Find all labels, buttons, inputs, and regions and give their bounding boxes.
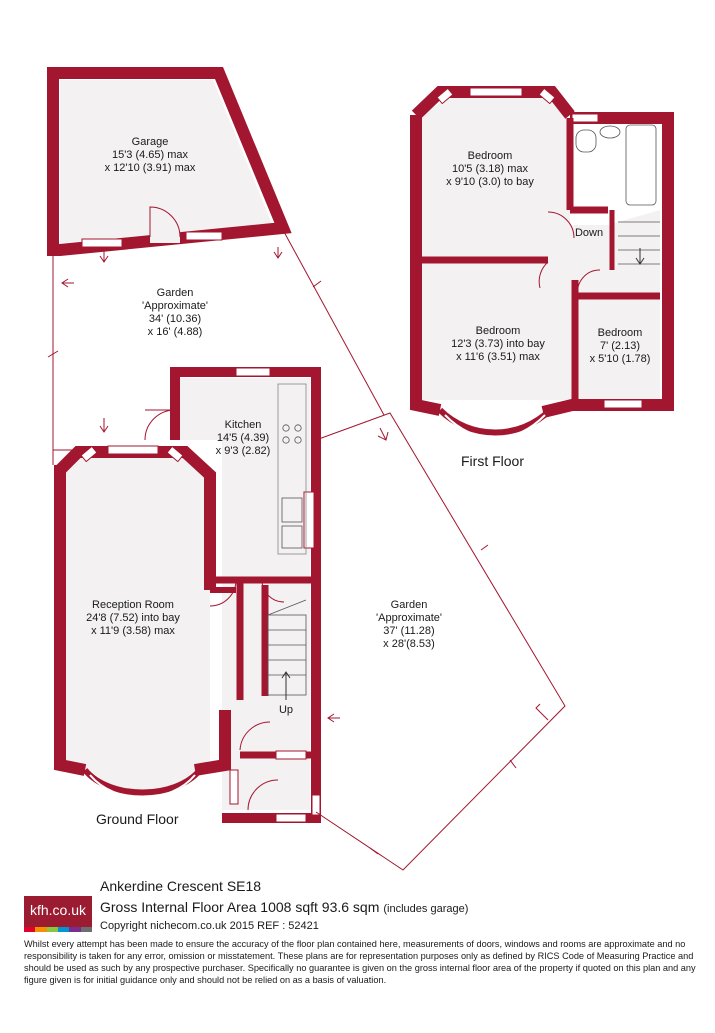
rear-garden-label: Garden (391, 599, 428, 611)
logo-stripes (24, 927, 92, 932)
stairs-up-label: Up (279, 704, 293, 716)
first-floor-plan (410, 86, 674, 440)
front-garden-dim-2: x 16' (4.88) (148, 326, 203, 338)
logo-stripe-5 (80, 927, 92, 932)
ground-floor-title: Ground Floor (96, 811, 179, 827)
bedroom-3-label: Bedroom (598, 327, 643, 339)
front-garden-label: Garden (157, 287, 194, 299)
property-address: Ankerdine Crescent SE18 (100, 878, 262, 894)
reception-dim-1: 24'8 (7.52) into bay (86, 612, 180, 624)
logo-stripe-3 (57, 927, 70, 932)
reception-label: Reception Room (92, 599, 174, 611)
logo-stripe-4 (69, 927, 81, 932)
garage-dim-1: 15'3 (4.65) max (112, 149, 189, 161)
garage-label: Garage (132, 136, 169, 148)
floor-plan-drawing: Garage 15'3 (4.65) max x 12'10 (3.91) ma… (47, 67, 674, 871)
bedroom-1-label: Bedroom (468, 150, 513, 162)
logo-stripe-0 (24, 927, 36, 932)
logo-stripe-1 (35, 927, 47, 932)
bedroom-1-dim-2: x 9'10 (3.0) to bay (446, 176, 534, 188)
first-floor-title: First Floor (461, 453, 524, 469)
floor-area: Gross Internal Floor Area 1008 sqft 93.6… (100, 899, 468, 915)
stairs-down-label: Down (575, 227, 603, 239)
reception-room (54, 445, 237, 799)
kitchen-block (144, 367, 340, 823)
rear-garden-approx: 'Approximate' (376, 612, 442, 624)
rear-garden-dim-1: 37' (11.28) (383, 625, 434, 637)
bedroom-3-dim-1: 7' (2.13) (600, 340, 640, 352)
bedroom-2-dim-2: x 11'6 (3.51) max (456, 351, 540, 363)
floor-area-value: Gross Internal Floor Area 1008 sqft 93.6… (100, 899, 380, 915)
kitchen-dim-2: x 9'3 (2.82) (216, 445, 271, 457)
kitchen-dim-1: 14'5 (4.39) (217, 432, 269, 444)
rear-garden-area (315, 412, 566, 871)
kfh-logo: kfh.co.uk (24, 896, 92, 932)
garage-room (47, 67, 292, 256)
bedroom-3-dim-2: x 5'10 (1.78) (590, 353, 651, 365)
garage-dim-2: x 12'10 (3.91) max (105, 162, 196, 174)
logo-stripe-2 (46, 927, 58, 932)
kitchen-label: Kitchen (225, 419, 262, 431)
bedroom-2-dim-1: 12'3 (3.73) into bay (451, 338, 545, 350)
front-garden-approx: 'Approximate' (142, 300, 208, 312)
rear-garden-dim-2: x 28'(8.53) (383, 638, 435, 650)
floor-area-note: (includes garage) (383, 903, 469, 915)
logo-text: kfh.co.uk (29, 902, 87, 918)
disclaimer-text: Whilst every attempt has been made to en… (24, 939, 696, 985)
front-garden-dim-1: 34' (10.36) (149, 313, 201, 325)
copyright-text: Copyright nichecom.co.uk 2015 REF : 5242… (100, 920, 319, 932)
reception-dim-2: x 11'9 (3.58) max (91, 625, 175, 637)
bedroom-2-label: Bedroom (476, 325, 521, 337)
bedroom-1-dim-1: 10'5 (3.18) max (452, 163, 529, 175)
